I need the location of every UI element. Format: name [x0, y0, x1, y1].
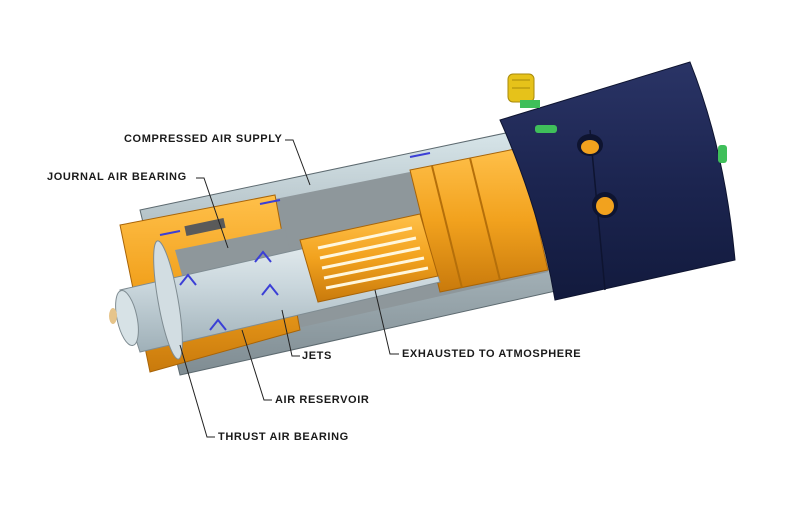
label-jets: JETS [302, 350, 332, 362]
label-compressed-air-supply: COMPRESSED AIR SUPPLY [124, 133, 283, 145]
label-thrust-air-bearing: THRUST AIR BEARING [218, 431, 349, 443]
leader-lines [179, 139, 399, 438]
spindle-shaft [109, 213, 441, 353]
airflow-arrows [159, 152, 431, 331]
air-inlet-fitting [507, 73, 540, 108]
rear-housing [499, 61, 736, 301]
thrust-disc [153, 240, 183, 360]
label-exhausted-to-atmosphere: EXHAUSTED TO ATMOSPHERE [402, 348, 582, 360]
motor-section [409, 147, 549, 293]
label-journal-air-bearing: JOURNAL AIR BEARING [47, 171, 187, 183]
label-air-reservoir: AIR RESERVOIR [275, 394, 370, 406]
